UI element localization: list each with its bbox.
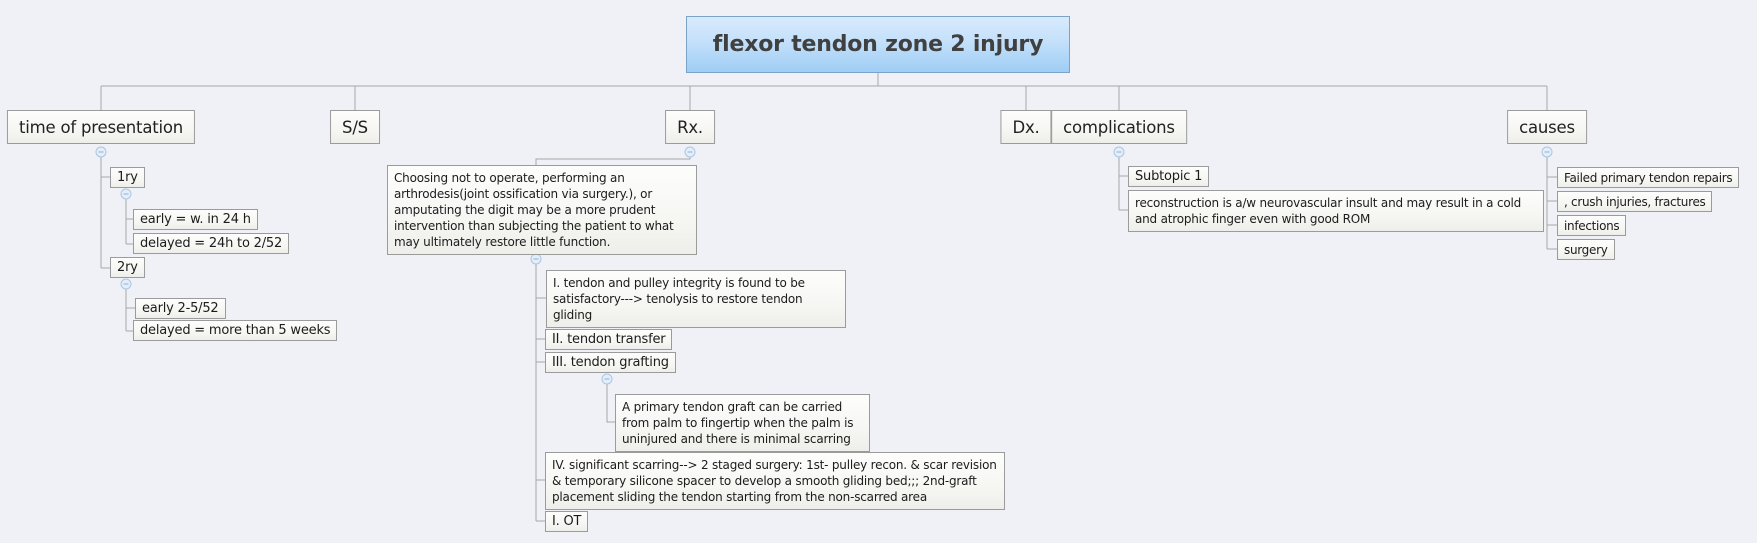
node-cause-failed-repairs[interactable]: Failed primary tendon repairs: [1557, 167, 1740, 188]
node-rx[interactable]: Rx.: [665, 110, 715, 144]
collapse-toggle-complications[interactable]: [1113, 146, 1125, 158]
node-rx-ot[interactable]: I. OT: [545, 511, 589, 532]
connector-complications-trunk: [1118, 157, 1128, 211]
node-complications-note[interactable]: reconstruction is a/w neurovascular insu…: [1128, 190, 1544, 232]
node-2ry-early[interactable]: early 2-5/52: [135, 298, 226, 319]
collapse-toggle-rx-note[interactable]: [530, 253, 542, 265]
connector-causes-trunk: [1546, 157, 1557, 250]
node-1ry[interactable]: 1ry: [110, 167, 145, 188]
node-2ry-delayed[interactable]: delayed = more than 5 weeks: [133, 320, 338, 341]
connector-2ry-trunk: [125, 289, 135, 332]
node-dx[interactable]: Dx.: [1000, 110, 1052, 144]
node-1ry-delayed[interactable]: delayed = 24h to 2/52: [133, 233, 290, 254]
connector-time-of-presentation-trunk: [100, 157, 110, 269]
node-1ry-early[interactable]: early = w. in 24 h: [133, 209, 258, 230]
node-cause-crush-injuries[interactable]: , crush injuries, fractures: [1557, 191, 1713, 212]
node-causes[interactable]: causes: [1507, 110, 1587, 144]
node-2ry[interactable]: 2ry: [110, 257, 145, 278]
collapse-toggle-time-of-presentation[interactable]: [95, 146, 107, 158]
node-cause-surgery[interactable]: surgery: [1557, 239, 1615, 260]
node-rx-option-1-tenolysis[interactable]: I. tendon and pulley integrity is found …: [546, 270, 846, 328]
connector-grafting-elbow: [606, 384, 615, 423]
node-time-of-presentation[interactable]: time of presentation: [6, 110, 196, 144]
collapse-toggle-2ry[interactable]: [120, 278, 132, 290]
node-cause-infections[interactable]: infections: [1557, 215, 1627, 236]
node-ss[interactable]: S/S: [330, 110, 380, 144]
collapse-toggle-causes[interactable]: [1541, 146, 1553, 158]
collapse-toggle-1ry[interactable]: [120, 188, 132, 200]
node-complications[interactable]: complications: [1051, 110, 1187, 144]
collapse-toggle-rx[interactable]: [684, 146, 696, 158]
connector-top-level-drops: [100, 86, 1548, 110]
node-complications-subtopic-1[interactable]: Subtopic 1: [1128, 166, 1210, 187]
collapse-toggle-tendon-grafting[interactable]: [601, 373, 613, 385]
connector-1ry-trunk: [125, 199, 133, 245]
connector-rx-elbow: [535, 157, 691, 165]
node-rx-note[interactable]: Choosing not to operate, performing an a…: [387, 165, 697, 255]
node-rx-option-2-tendon-transfer[interactable]: II. tendon transfer: [545, 329, 673, 350]
root-node-flexor-tendon-zone-2-injury[interactable]: flexor tendon zone 2 injury: [686, 16, 1070, 73]
connector-rx-note-trunk: [535, 264, 546, 522]
node-rx-option-4-staged-surgery[interactable]: IV. significant scarring--> 2 staged sur…: [545, 452, 1005, 510]
node-rx-option-3-tendon-grafting[interactable]: III. tendon grafting: [545, 352, 676, 373]
node-primary-graft-note[interactable]: A primary tendon graft can be carried fr…: [615, 394, 870, 452]
